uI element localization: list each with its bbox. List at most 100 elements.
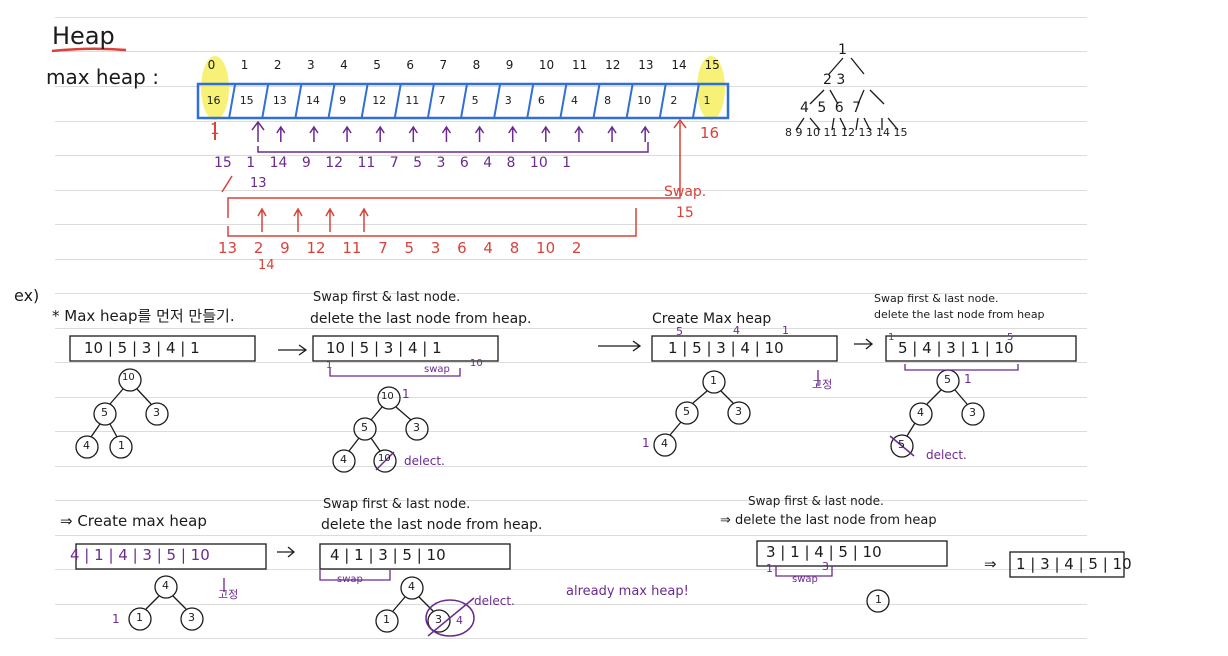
purple-arrow <box>408 125 418 142</box>
array-index: 10 <box>538 58 555 72</box>
ex4-heading-1: Swap first & last node. <box>874 292 999 305</box>
row2c-mark: 1 <box>766 562 773 575</box>
row2c-heading-2: ⇒ delete the last node from heap <box>720 513 937 528</box>
red-arrow <box>293 207 303 232</box>
row2b-heading-1: Swap first & last node. <box>323 497 471 512</box>
red-arrow <box>359 207 369 232</box>
ex3-node-mark: 1 <box>642 436 650 450</box>
array-value: 4 <box>570 94 578 107</box>
ex2-node: 4 <box>340 453 347 466</box>
purple-arrow <box>508 125 518 142</box>
ex1-node: 1 <box>118 439 125 452</box>
ruled-line <box>55 604 1087 605</box>
ruled-line <box>55 328 1087 329</box>
row2b-node: 1 <box>383 613 390 626</box>
array-index: 5 <box>373 58 381 72</box>
title-underline <box>51 47 127 53</box>
ex4-array: 5 | 4 | 3 | 1 | 10 <box>898 339 1014 357</box>
array-value: 3 <box>504 94 512 107</box>
array-index: 13 <box>638 58 654 72</box>
ex4-node: 3 <box>969 406 976 419</box>
array-index: 2 <box>273 58 282 72</box>
row2b-array: 4 | 1 | 3 | 5 | 10 <box>330 546 446 564</box>
ex2-left-small: 1 <box>326 360 333 371</box>
ex3-array: 1 | 5 | 3 | 4 | 10 <box>668 339 784 357</box>
array-divider <box>360 83 369 119</box>
final-array: 1 | 3 | 4 | 5 | 10 <box>1016 555 1132 573</box>
ex2-node: 10 <box>378 453 391 464</box>
ex4-node: 5 <box>944 373 951 386</box>
purple-arrow <box>441 125 452 142</box>
purple-arrow <box>541 125 551 142</box>
purple-arrow <box>309 125 319 142</box>
array-divider <box>625 83 634 119</box>
array-index: 11 <box>571 58 588 72</box>
ex2-heading-2: delete the last node from heap. <box>310 311 532 327</box>
row2b-node-mark: 4 <box>456 614 463 627</box>
row2b-heading-2: delete the last node from heap. <box>321 517 543 533</box>
ruled-line <box>55 224 1087 225</box>
ex3-mark: 1 <box>782 324 789 337</box>
array-value: 8 <box>604 94 612 107</box>
ex1-heading: * Max heap를 먼저 만들기. <box>52 307 235 325</box>
ex4-mark: 1 <box>888 332 895 343</box>
array-index: 3 <box>306 58 315 72</box>
ex4-mark: 5 <box>1007 332 1014 343</box>
array-divider <box>426 83 435 119</box>
ex3-node: 1 <box>710 374 717 387</box>
ex4-delete-label: delect. <box>926 448 967 462</box>
final-arrow: ⇒ <box>984 555 997 573</box>
array-value: 13 <box>272 94 287 107</box>
array-divider <box>294 83 303 119</box>
row2c-heading-1: Swap first & last node. <box>748 494 884 508</box>
purple-arrow <box>276 125 286 142</box>
array-value: 14 <box>305 94 320 107</box>
array-divider <box>261 83 270 119</box>
row2c-swap: swap <box>792 574 818 585</box>
ex4-node: 5 <box>898 438 905 451</box>
row2-heading: ⇒ Create max heap <box>60 512 207 530</box>
ex1-node: 5 <box>101 406 108 419</box>
row2b-node: 3 <box>435 613 442 626</box>
ex2-node: 10 <box>381 391 394 402</box>
purple-arrow <box>474 125 485 142</box>
ruled-line <box>55 569 1087 570</box>
step2-under: 14 <box>258 258 275 273</box>
array-divider <box>658 83 667 119</box>
array-value: 5 <box>471 94 479 107</box>
ex2-heading-1: Swap first & last node. <box>313 290 461 305</box>
array-divider <box>228 83 237 119</box>
ruled-line <box>55 17 1087 18</box>
array-value: 1 <box>703 94 711 107</box>
array-value: 12 <box>372 94 387 107</box>
array-index: 4 <box>340 58 348 72</box>
array-index: 0 <box>207 58 216 72</box>
row2c-node: 1 <box>875 593 882 606</box>
swap-index-1: 1 <box>210 120 220 138</box>
array-index: 1 <box>240 58 249 72</box>
array-value: 10 <box>637 94 652 107</box>
ruled-line <box>55 638 1087 639</box>
array-divider <box>592 83 601 119</box>
ex3-mark: 5 <box>676 325 683 338</box>
tree-top-edges <box>795 57 899 131</box>
ex2-node: 5 <box>361 421 368 434</box>
swap-label: Swap. <box>664 184 707 200</box>
page-title: Heap <box>52 22 115 50</box>
array-index: 9 <box>505 58 514 72</box>
ex1-node: 4 <box>83 439 90 452</box>
ex3-node: 4 <box>661 437 668 450</box>
ex3-fixed: 고정 <box>812 378 833 391</box>
purple-arrow <box>640 125 650 142</box>
ruled-line <box>55 466 1087 467</box>
array-index: 7 <box>439 58 448 72</box>
array-value: 6 <box>537 94 545 107</box>
ex1-node: 3 <box>153 406 160 419</box>
ex3-node: 3 <box>735 405 742 418</box>
array-box <box>196 82 730 120</box>
page-subtitle: max heap : <box>46 65 159 89</box>
ruled-line <box>55 500 1087 501</box>
ruled-line <box>55 535 1087 536</box>
